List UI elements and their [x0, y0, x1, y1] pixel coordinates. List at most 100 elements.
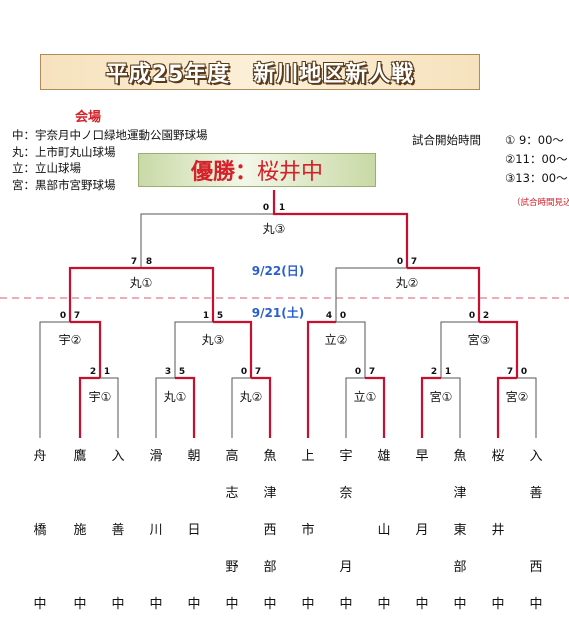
winner-path — [175, 376, 196, 438]
team-name-char: 西 — [263, 523, 277, 538]
team-name-char — [78, 559, 82, 596]
winner-path — [141, 266, 215, 322]
team-name-char: 高 — [225, 449, 239, 464]
winner-path — [496, 376, 517, 438]
team-name: 入 善 中 — [108, 448, 128, 633]
r1e-score-right: 1 — [444, 367, 452, 377]
sf-right-score-left: 0 — [396, 257, 404, 267]
team-name-char: 中 — [491, 597, 505, 612]
team-name-char — [38, 559, 42, 596]
team-name-char — [496, 485, 500, 522]
venue-heading: 会場 — [75, 110, 102, 125]
venue-item: 宮：黒部市宮野球場 — [12, 177, 116, 192]
team-name: 桜 井 中 — [488, 448, 508, 633]
winner-path — [78, 376, 100, 438]
team-name-char — [382, 559, 386, 596]
team-name-char — [192, 559, 196, 596]
r1d-score-left: 0 — [354, 367, 362, 377]
team-name-char — [534, 522, 538, 559]
qf4-score-right: 2 — [482, 311, 490, 321]
team-name-char — [38, 485, 42, 522]
venue-item: 中：宇奈月中ノ口緑地運動公園野球場 — [12, 128, 208, 142]
team-name-char: 舟 — [33, 449, 47, 464]
r1a-score-right: 1 — [103, 367, 111, 377]
r1c-score-left: 0 — [240, 367, 248, 377]
winner-path — [420, 376, 441, 438]
team-name-char: 中 — [301, 597, 315, 612]
team-name-char: 中 — [73, 597, 87, 612]
winner-team: 桜井中 — [257, 160, 324, 185]
team-name-char: 川 — [149, 523, 163, 538]
schedule-time: ① 9：00～ — [505, 133, 564, 147]
venue-item: 立：立山球場 — [12, 161, 81, 175]
bracket-line — [79, 377, 119, 438]
team-name-char — [154, 559, 158, 596]
winner-banner: 優勝：桜井中 — [138, 153, 376, 187]
team-name-char: 中 — [453, 597, 467, 612]
bracket-line — [155, 377, 195, 438]
qf4-score-left: 0 — [468, 311, 476, 321]
team-name: 魚津東部中 — [450, 448, 470, 633]
match-label-qf1: 宇② — [58, 333, 82, 347]
team-name-char: 宇 — [339, 449, 353, 464]
match-label-r1d: 立① — [353, 390, 377, 404]
bracket-line — [231, 377, 271, 438]
team-name-char: 雄 — [377, 449, 391, 464]
schedule-time: ②11：00～ — [505, 152, 568, 166]
qf2-score-right: 5 — [216, 311, 224, 321]
r1f-score-left: 7 — [506, 367, 514, 377]
team-name: 滑 川 中 — [146, 448, 166, 633]
team-name-char: 善 — [111, 523, 125, 538]
team-name-char — [230, 522, 234, 559]
team-name-char: 入 — [111, 449, 125, 464]
match-label-qf3: 立② — [324, 333, 348, 347]
date-label-day2: 9/22(日) — [251, 264, 305, 278]
r1e-score-left: 2 — [430, 367, 438, 377]
team-name-char: 月 — [339, 560, 353, 575]
qf2-score-left: 1 — [202, 311, 210, 321]
r1d-score-right: 7 — [368, 367, 376, 377]
winner-path — [70, 320, 102, 378]
team-name-char: 西 — [529, 560, 543, 575]
winner-label: 優勝： — [190, 160, 257, 185]
team-name-char: 中 — [111, 597, 125, 612]
r1f-score-right: 0 — [520, 367, 528, 377]
winner-path — [479, 320, 519, 378]
team-name-char: 野 — [225, 560, 239, 575]
match-label-qf4: 宮③ — [467, 333, 491, 347]
sf-right-score-right: 7 — [410, 257, 418, 267]
team-name-char: 中 — [187, 597, 201, 612]
qf3-score-right: 0 — [339, 311, 347, 321]
tournament-title: 平成25年度 新川地区新人戦 — [105, 62, 415, 87]
bracket-line — [497, 377, 537, 438]
team-name-char: 中 — [377, 597, 391, 612]
team-name-char: 日 — [187, 523, 201, 538]
team-name-char — [420, 485, 424, 522]
team-name-char: 津 — [263, 486, 277, 501]
team-name-char — [306, 559, 310, 596]
team-name-char: 中 — [415, 597, 429, 612]
team-name: 朝 日 中 — [184, 448, 204, 633]
team-name-char: 中 — [225, 597, 239, 612]
team-name-char: 中 — [149, 597, 163, 612]
team-name-char — [344, 522, 348, 559]
team-name-char: 橋 — [33, 523, 47, 538]
match-label-r1b: 丸① — [163, 390, 187, 404]
team-name-char — [496, 559, 500, 596]
team-name-char — [154, 485, 158, 522]
team-name: 鷹 施 中 — [70, 448, 90, 633]
r1c-score-right: 7 — [254, 367, 262, 377]
team-name-char: 東 — [453, 523, 467, 538]
team-name-char: 中 — [263, 597, 277, 612]
schedule-header: 試合開始時間 — [412, 133, 481, 147]
team-name-char: 志 — [225, 486, 239, 501]
team-name-char: 魚 — [263, 449, 277, 464]
team-name-char: 井 — [491, 523, 505, 538]
r1b-score-right: 5 — [178, 367, 186, 377]
match-label-sf-right: 丸② — [395, 276, 419, 290]
winner-path — [306, 320, 336, 438]
sf-left-score-left: 7 — [130, 257, 138, 267]
team-name-char — [116, 559, 120, 596]
team-name-char: 早 — [415, 449, 429, 464]
